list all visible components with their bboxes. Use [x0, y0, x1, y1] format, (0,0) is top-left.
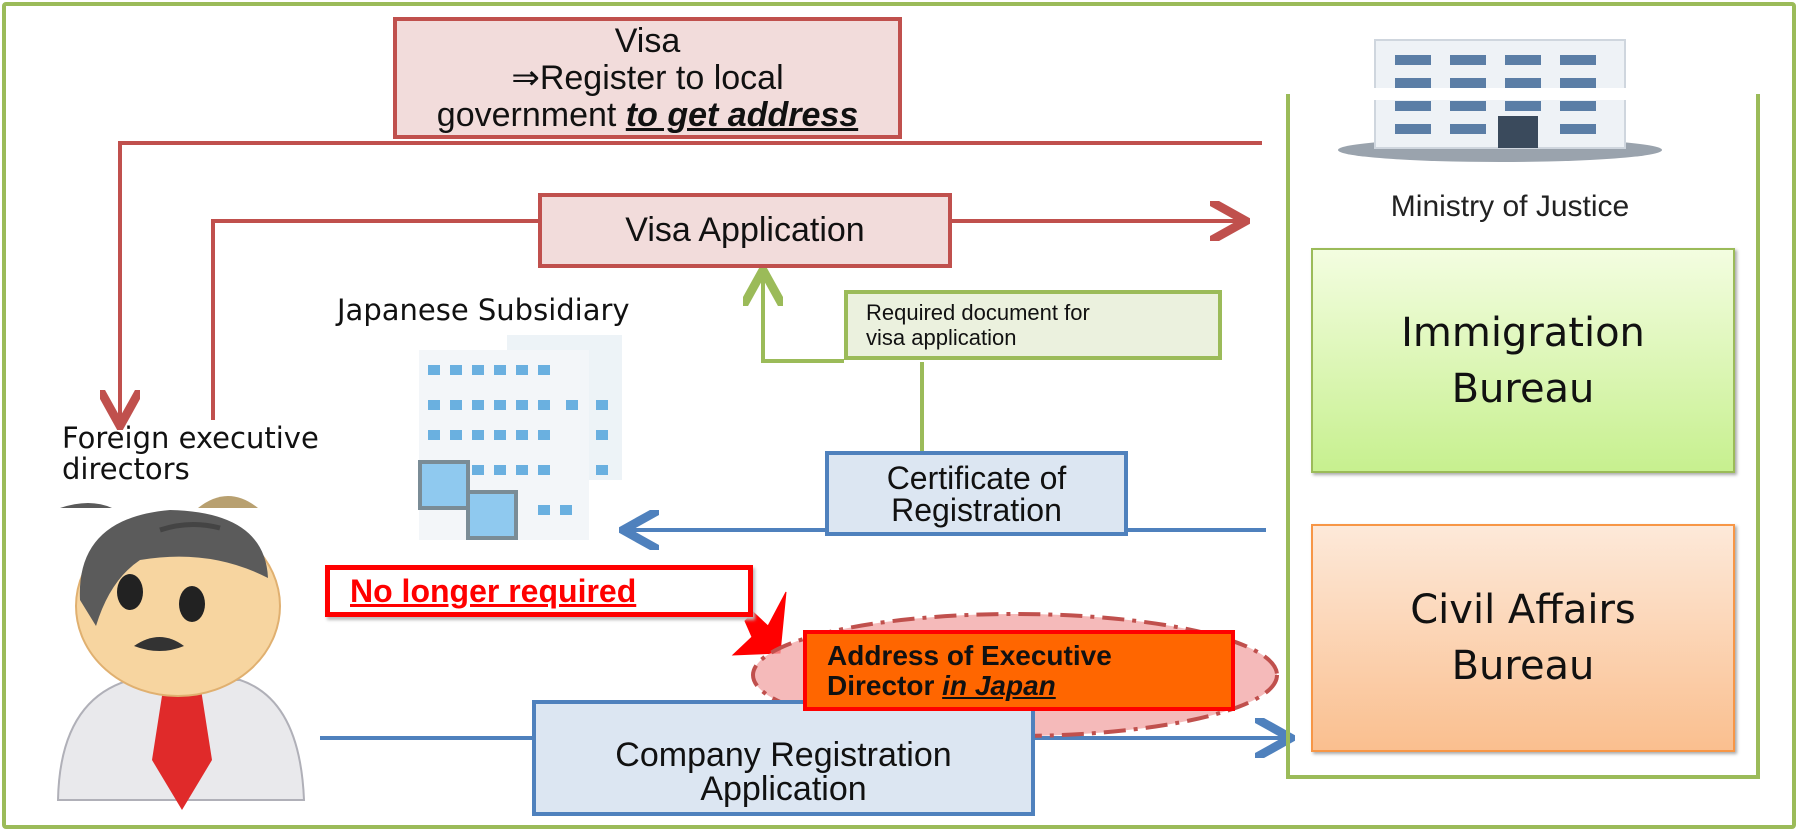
required-document-line2: visa application — [866, 325, 1017, 350]
visa-application-box: Visa Application — [538, 193, 952, 268]
required-document-line1: Required document for — [866, 300, 1090, 325]
required-document-arrow — [763, 278, 924, 453]
visa-return-arrow — [120, 141, 1262, 418]
subsidiary-label: Japanese Subsidiary — [337, 293, 630, 327]
address-line1: Address of Executive — [827, 639, 1112, 671]
certificate-line2: Registration — [891, 491, 1062, 528]
visa-application-label: Visa Application — [625, 211, 865, 249]
ministry-frame — [1286, 94, 1760, 779]
visa-box-line3-plain: government — [436, 95, 626, 134]
immigration-line2: Bureau — [1451, 365, 1595, 412]
immigration-bureau-box: Immigration Bureau — [1311, 248, 1735, 473]
required-document-box: Required document for visa application — [844, 290, 1222, 360]
civil-affairs-line1: Civil Affairs — [1410, 587, 1636, 633]
visa-box-line3: government to get address — [436, 95, 859, 134]
ministry-label: Ministry of Justice — [1340, 187, 1680, 227]
visa-box-line1: Visa — [614, 21, 681, 60]
visa-box-line2: ⇒Register to local — [511, 58, 784, 97]
company-registration-box: Company Registration Application — [532, 700, 1035, 816]
visa-box-line3-emphasis: to get address — [625, 95, 859, 134]
certificate-line1: Certificate of — [886, 459, 1067, 496]
partial-person-icon — [60, 496, 258, 508]
address-box: Address of Executive Director in Japan — [803, 630, 1235, 711]
civil-affairs-bureau-box: Civil Affairs Bureau — [1311, 524, 1735, 752]
certificate-box: Certificate of Registration — [825, 451, 1128, 536]
foreign-directors-label: Foreign executive directors — [62, 423, 319, 485]
civil-affairs-line2: Bureau — [1451, 643, 1595, 689]
executive-person-icon — [56, 510, 306, 810]
no-longer-required-label: No longer required — [350, 572, 637, 609]
ministry-label-text: Ministry of Justice — [1390, 190, 1630, 223]
company-registration-line2: Application — [700, 770, 867, 808]
address-line2-emphasis: in Japan — [942, 669, 1056, 701]
address-line2-plain: Director — [827, 669, 943, 701]
foreign-directors-line1: Foreign executive — [62, 421, 319, 455]
subsidiary-building-icon — [418, 335, 622, 540]
foreign-directors-line2: directors — [62, 452, 190, 486]
no-longer-required-callout: No longer required — [325, 565, 753, 617]
visa-box: Visa ⇒Register to local government to ge… — [393, 17, 902, 139]
company-registration-line1: Company Registration — [615, 736, 952, 774]
immigration-line1: Immigration — [1401, 309, 1645, 356]
address-line2: Director in Japan — [827, 669, 1231, 701]
ministry-frame-gap — [1368, 88, 1670, 100]
